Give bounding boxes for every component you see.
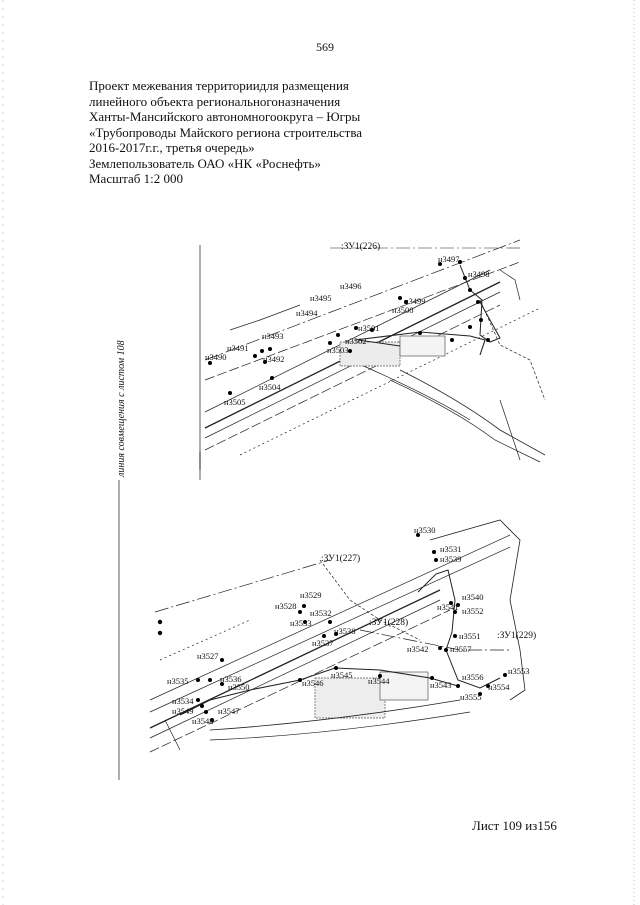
point-label: н3544 (368, 676, 390, 686)
point-label: н3528 (275, 601, 297, 611)
point-label: н3503 (327, 345, 349, 355)
point-label: н3557 (450, 644, 472, 654)
zone-label: :ЗУ1(229) (497, 630, 536, 641)
upper-map-points (208, 260, 490, 395)
point-label: н3495 (310, 293, 332, 303)
page-number: 569 (316, 40, 334, 54)
sheet-number: Лист 109 из156 (472, 818, 557, 833)
point-label: н3499 (404, 296, 426, 306)
point-label: н3497 (438, 254, 460, 264)
point-label: н3532 (310, 608, 332, 618)
title-line: Ханты-Мансийского автономногоокруга – Юг… (89, 109, 361, 124)
document-title: Проект межевания территориидля размещени… (89, 78, 362, 187)
point-label: н3531 (440, 544, 462, 554)
point-label: н3529 (300, 590, 322, 600)
point-label: н3548 (192, 716, 214, 726)
point-label: н3540 (462, 592, 484, 602)
point-label: н3533 (290, 618, 312, 628)
point-label: н3496 (340, 281, 362, 291)
point-label: н3553 (508, 666, 530, 676)
point-label: н3538 (334, 626, 356, 636)
upper-map-labels: :ЗУ1(226) н3497 н3498 н3496 н3499 н3500 … (205, 241, 490, 407)
point-label: н3534 (172, 696, 194, 706)
point-label: н3492 (263, 354, 285, 364)
point-label: н3545 (331, 670, 353, 680)
point-label: н3554 (488, 682, 510, 692)
point-label: н3552 (462, 606, 484, 616)
zone-label: :ЗУ1(226) (341, 241, 380, 252)
title-line: Землепользователь ОАО «НК «Роснефть» (89, 155, 321, 171)
lower-map-points (157, 533, 507, 722)
point-label: н3556 (462, 672, 484, 682)
upper-map (199, 239, 546, 480)
point-label: н3500 (392, 305, 414, 315)
lower-map (118, 480, 526, 780)
point-label: н3536 (220, 674, 242, 684)
point-label: н3490 (205, 352, 227, 362)
match-line-label: линия совмещения с листом 108 (116, 340, 127, 477)
point-label: н3539 (440, 554, 462, 564)
point-label: н3537 (312, 638, 334, 648)
point-label: н3542 (407, 644, 429, 654)
point-label: н3550 (228, 682, 250, 692)
point-label: н3541 (437, 602, 459, 612)
point-label: н3547 (218, 706, 240, 716)
point-label: н3530 (414, 525, 436, 535)
title-line: линейного объекта региональногоназначени… (89, 93, 341, 109)
point-label: н3491 (227, 343, 249, 353)
point-label: н3493 (262, 331, 284, 341)
title-line: 2016-2017г.г., третья очередь» (89, 140, 255, 155)
point-label: н3501 (358, 323, 380, 333)
zone-label: :ЗУ1(228) (369, 617, 408, 628)
point-label: н3549 (172, 706, 194, 716)
point-label: н3494 (296, 308, 318, 318)
point-label: н3546 (302, 678, 324, 688)
point-label: н3527 (197, 651, 219, 661)
title-line: «Трубопроводы Майского региона строитель… (89, 124, 363, 140)
title-line: Масштаб 1:2 000 (89, 171, 183, 186)
zone-label: :ЗУ1(227) (321, 553, 360, 564)
point-label: н3555 (460, 692, 482, 702)
point-label: н3498 (468, 269, 490, 279)
point-label: н3504 (259, 382, 281, 392)
point-label: н3543 (430, 680, 452, 690)
title-line: Проект межевания территориидля размещени… (89, 78, 349, 93)
lower-map-labels: :ЗУ1(227) :ЗУ1(228) :ЗУ1(229) н3530 н353… (167, 525, 536, 726)
point-label: н3502 (345, 336, 367, 346)
point-label: н3551 (459, 631, 481, 641)
point-label: н3505 (224, 397, 246, 407)
point-label: н3535 (167, 676, 189, 686)
